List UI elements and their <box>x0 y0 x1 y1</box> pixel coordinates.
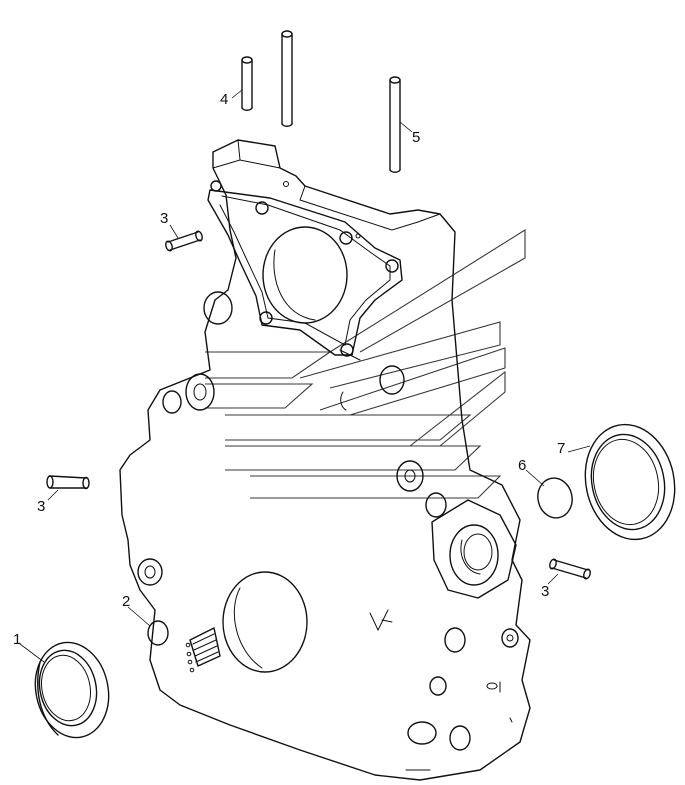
dowel-right <box>549 558 591 580</box>
stud-long <box>281 30 293 127</box>
callout-4: 4 <box>220 91 228 108</box>
stud-long-right <box>389 76 401 173</box>
callout-3-right: 3 <box>541 583 549 600</box>
callout-6: 6 <box>518 457 526 474</box>
label-plate-text <box>185 633 219 673</box>
dowel-left <box>46 475 90 490</box>
stud-short <box>241 56 253 111</box>
seal-right <box>584 423 676 541</box>
callout-3-left: 3 <box>37 498 45 515</box>
dowel-top-left <box>165 230 203 252</box>
front-cover-housing <box>119 139 531 781</box>
watermark <box>205 229 526 499</box>
callout-3-top: 3 <box>160 210 168 227</box>
leader-lines <box>19 89 591 663</box>
callout-5: 5 <box>412 129 420 146</box>
plug-disc <box>537 477 573 519</box>
callout-1: 1 <box>13 631 21 648</box>
callout-2: 2 <box>122 593 130 610</box>
seal-left <box>34 641 110 739</box>
callout-labels: 1 2 3 3 3 4 5 6 7 <box>13 91 565 648</box>
callout-7: 7 <box>557 440 565 457</box>
